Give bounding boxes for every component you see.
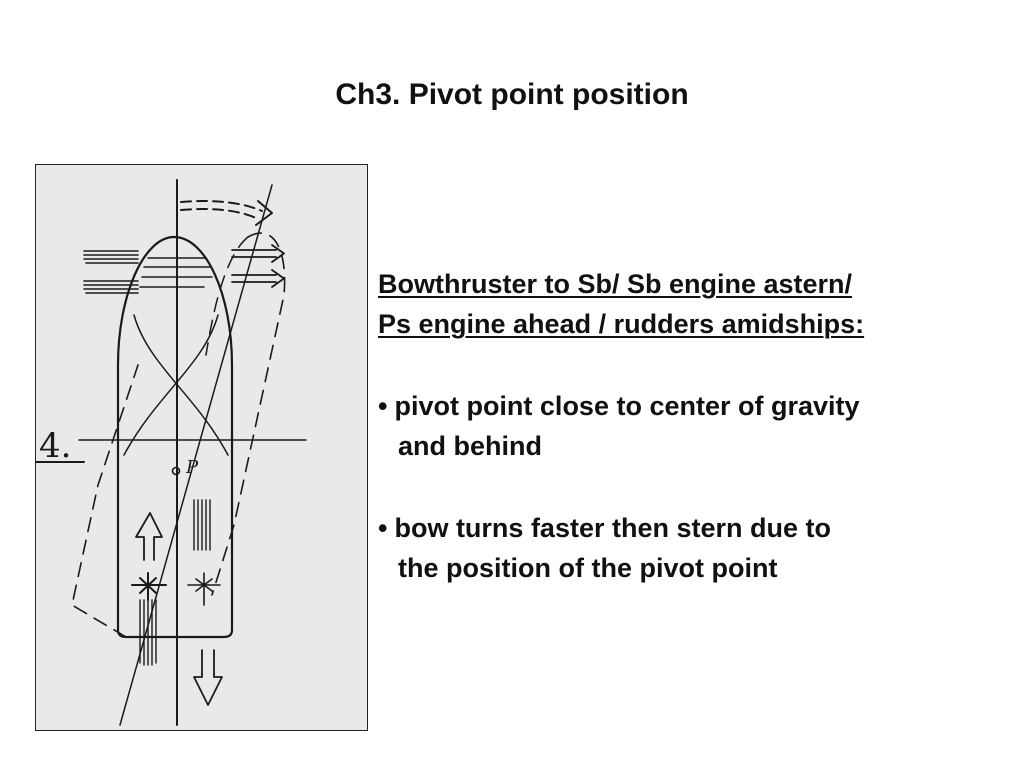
bullet-marker: • <box>378 513 388 543</box>
bullet-text-line-2: the position of the pivot point <box>398 553 778 583</box>
bow-swing-arrow <box>180 200 263 212</box>
bullet-text-line-1: pivot point close to center of gravity <box>394 391 860 421</box>
starboard-propeller <box>187 572 221 606</box>
port-propeller <box>131 572 167 601</box>
figure-number: 4. <box>39 426 71 466</box>
heading-line-2: Ps engine ahead / rudders amidships: <box>378 309 865 339</box>
bullet-text-line-2: and behind <box>398 431 542 461</box>
bow-curve-right <box>133 314 229 456</box>
slide-title: Ch3. Pivot point position <box>335 78 689 111</box>
thruster-arrow-bottom <box>231 269 285 288</box>
thruster-inflow-top <box>83 250 139 264</box>
propeller-wash-ahead <box>193 499 211 551</box>
rotated-ship-outline <box>71 232 286 638</box>
maneuver-heading: Bowthruster to Sb/ Sb engine astern/ Ps … <box>378 264 1018 344</box>
pivot-label: P <box>185 457 199 478</box>
thruster-inflow-bottom <box>83 280 139 294</box>
bullet-marker: • <box>378 391 388 421</box>
pivot-point <box>171 466 181 476</box>
bullet-text-line-1: bow turns faster then stern due to <box>394 513 831 543</box>
ahead-thrust-arrow <box>135 512 163 561</box>
bullet-bow-turns: •bow turns faster then stern due to the … <box>378 508 1018 588</box>
ship-diagram-svg: 4. P <box>36 179 307 726</box>
rotated-centerline <box>119 184 273 726</box>
astern-thrust-arrow <box>193 649 223 706</box>
heading-line-1: Bowthruster to Sb/ Sb engine astern/ <box>378 269 853 299</box>
propeller-wash-astern <box>139 599 157 666</box>
bow-curve-left <box>123 314 219 456</box>
ship-maneuver-diagram: 4. P <box>35 164 368 731</box>
bullet-pivot-position: •pivot point close to center of gravity … <box>378 386 1018 466</box>
thruster-arrow-top <box>231 244 285 263</box>
